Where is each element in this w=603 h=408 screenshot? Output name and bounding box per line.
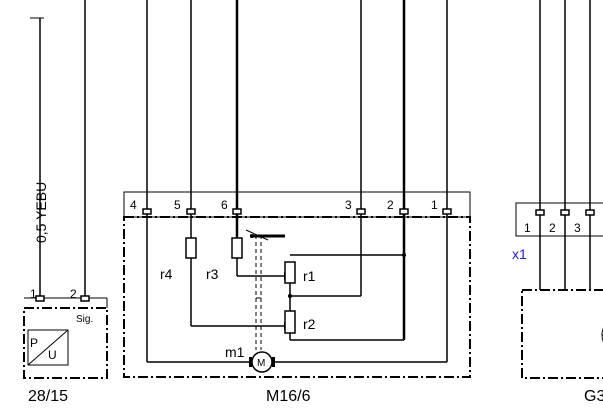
pin-socket-4 bbox=[142, 208, 152, 215]
m16-6-connector-header bbox=[123, 191, 471, 218]
resistor-r1-symbol bbox=[284, 261, 296, 284]
m16-6-component-name: M16/6 bbox=[266, 388, 311, 405]
28-15-pin-number-2: 2 bbox=[70, 287, 77, 301]
sensor-letter-u: U bbox=[48, 348, 57, 362]
g3-pin-number-1: 1 bbox=[524, 221, 531, 235]
junction-dot bbox=[250, 234, 254, 238]
resistor-r3-symbol bbox=[231, 237, 243, 259]
pin-number-2: 2 bbox=[387, 198, 394, 212]
g3-pin-socket-3 bbox=[585, 209, 595, 216]
g3-component-boundary bbox=[521, 289, 603, 379]
g3-pin-number-3: 3 bbox=[574, 221, 581, 235]
resistor-r4-symbol bbox=[185, 237, 197, 259]
resistor-r2-label: r2 bbox=[303, 316, 316, 332]
pin-number-1: 1 bbox=[431, 198, 438, 212]
sensor-letter-p: P bbox=[30, 336, 38, 350]
pressure-sensor-symbol bbox=[27, 329, 69, 366]
pin-socket-2 bbox=[399, 208, 409, 215]
motor-symbol-letter: M bbox=[257, 358, 265, 369]
pin-socket-3 bbox=[356, 208, 366, 215]
g3-connector-label: x1 bbox=[512, 246, 527, 262]
resistor-r3-label: r3 bbox=[206, 266, 219, 282]
wire-color-label: 0,5 YEBU bbox=[33, 182, 49, 243]
signal-label: Sig. bbox=[76, 314, 93, 325]
resistor-r2-symbol bbox=[284, 310, 296, 334]
pin-number-4: 4 bbox=[130, 198, 137, 212]
resistor-r4-label: r4 bbox=[160, 266, 173, 282]
g3-pin-number-2: 2 bbox=[549, 221, 556, 235]
28-15-component-boundary bbox=[23, 307, 108, 379]
junction-dot bbox=[288, 294, 292, 298]
resistor-r1-label: r1 bbox=[303, 268, 316, 284]
pin-socket-1 bbox=[442, 208, 452, 215]
28-15-component-name: 28/15 bbox=[28, 388, 68, 405]
pin-socket-5 bbox=[186, 208, 196, 215]
g3-component-name: G3 bbox=[584, 388, 603, 405]
junction-dot bbox=[402, 253, 406, 257]
pin-number-3: 3 bbox=[345, 198, 352, 212]
motor-label: m1 bbox=[225, 344, 245, 360]
pin-socket-6 bbox=[232, 208, 242, 215]
g3-connector-header bbox=[515, 202, 603, 237]
28-15-pin-number-1: 1 bbox=[30, 287, 37, 301]
pin-number-6: 6 bbox=[221, 198, 228, 212]
28-15-pin-socket-1 bbox=[35, 295, 45, 302]
g3-pin-socket-2 bbox=[560, 209, 570, 216]
m16-6-component-boundary bbox=[123, 216, 471, 378]
g3-pin-socket-1 bbox=[535, 209, 545, 216]
pin-number-5: 5 bbox=[174, 198, 181, 212]
28-15-pin-socket-2 bbox=[80, 295, 90, 302]
